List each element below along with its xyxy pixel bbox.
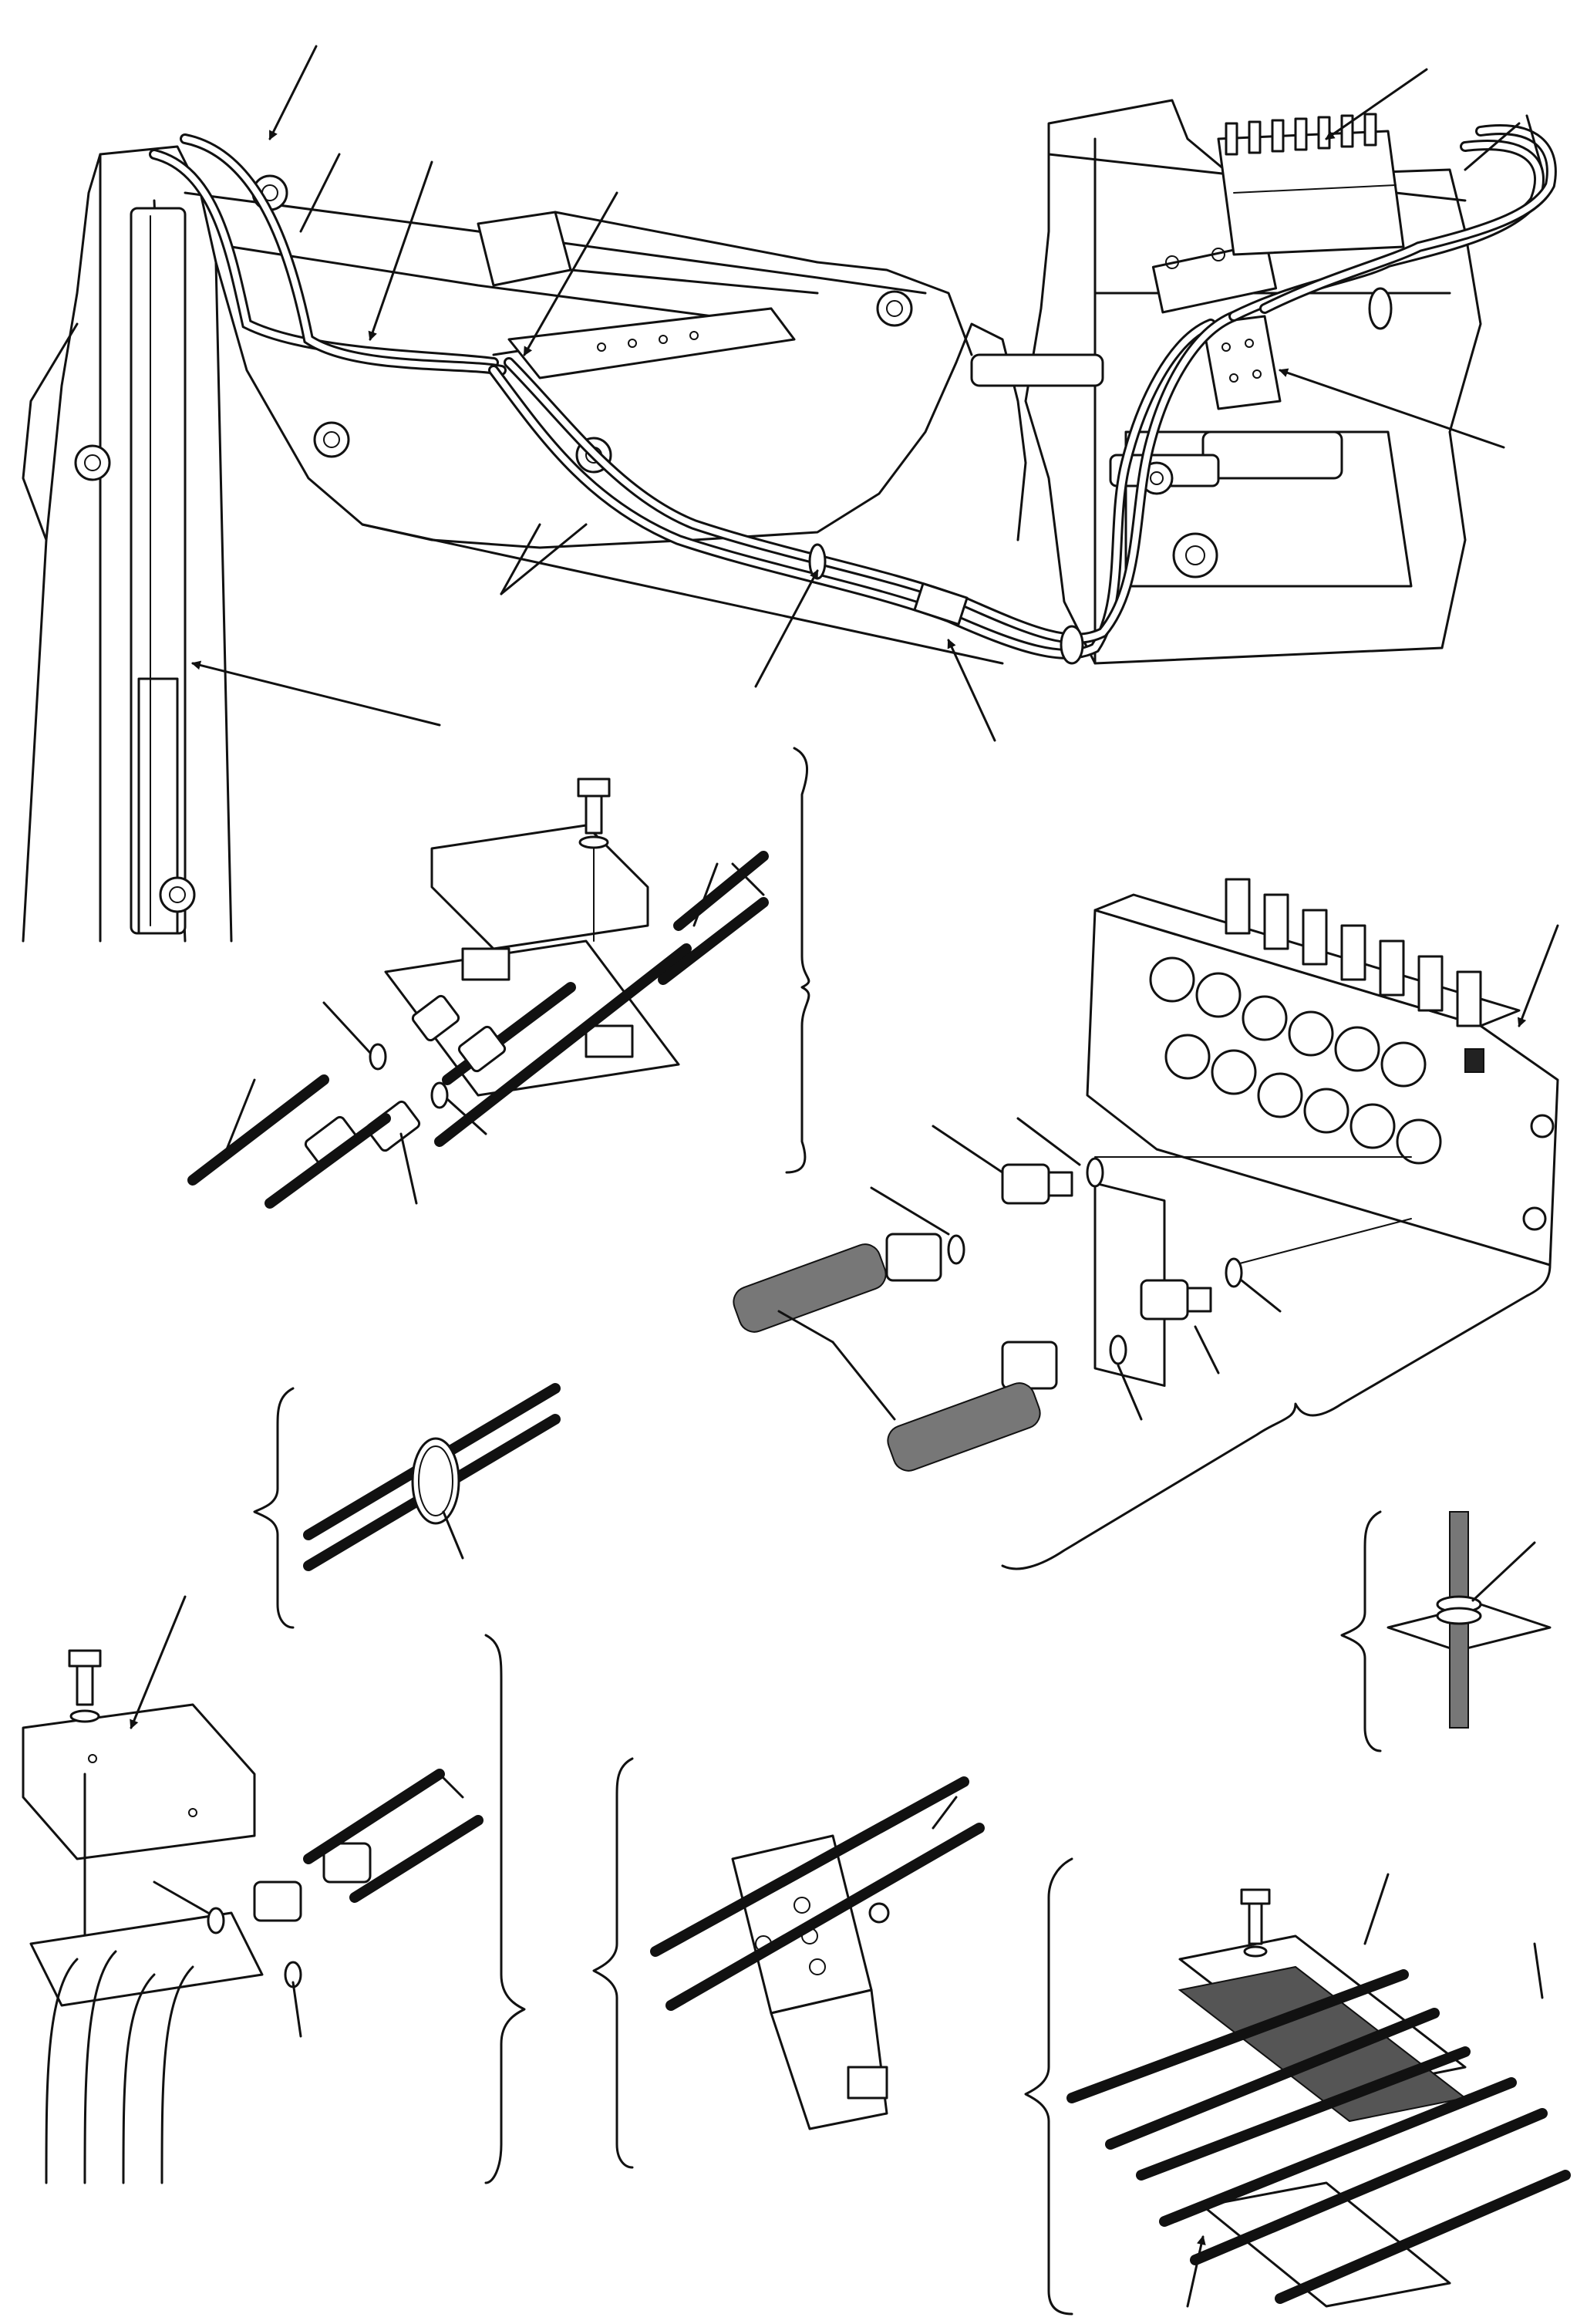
detail-hose-band [253,1383,561,1629]
detail-multi-hose-clamp [1024,1857,1571,2316]
main-hose-run [149,124,1557,665]
detail-hose-clamp-fittings [187,747,810,1209]
main-callout-arrows [191,45,1544,742]
detail-control-valve [733,878,1559,1570]
detail-pipe-clamp [22,1595,526,2184]
main-boom-assembly [22,99,1482,943]
detail-hose-bracket [592,1757,985,2169]
top-control-valve [1217,113,1405,256]
detail-grommet [1340,1510,1552,1752]
upper-cylinder [477,211,572,287]
